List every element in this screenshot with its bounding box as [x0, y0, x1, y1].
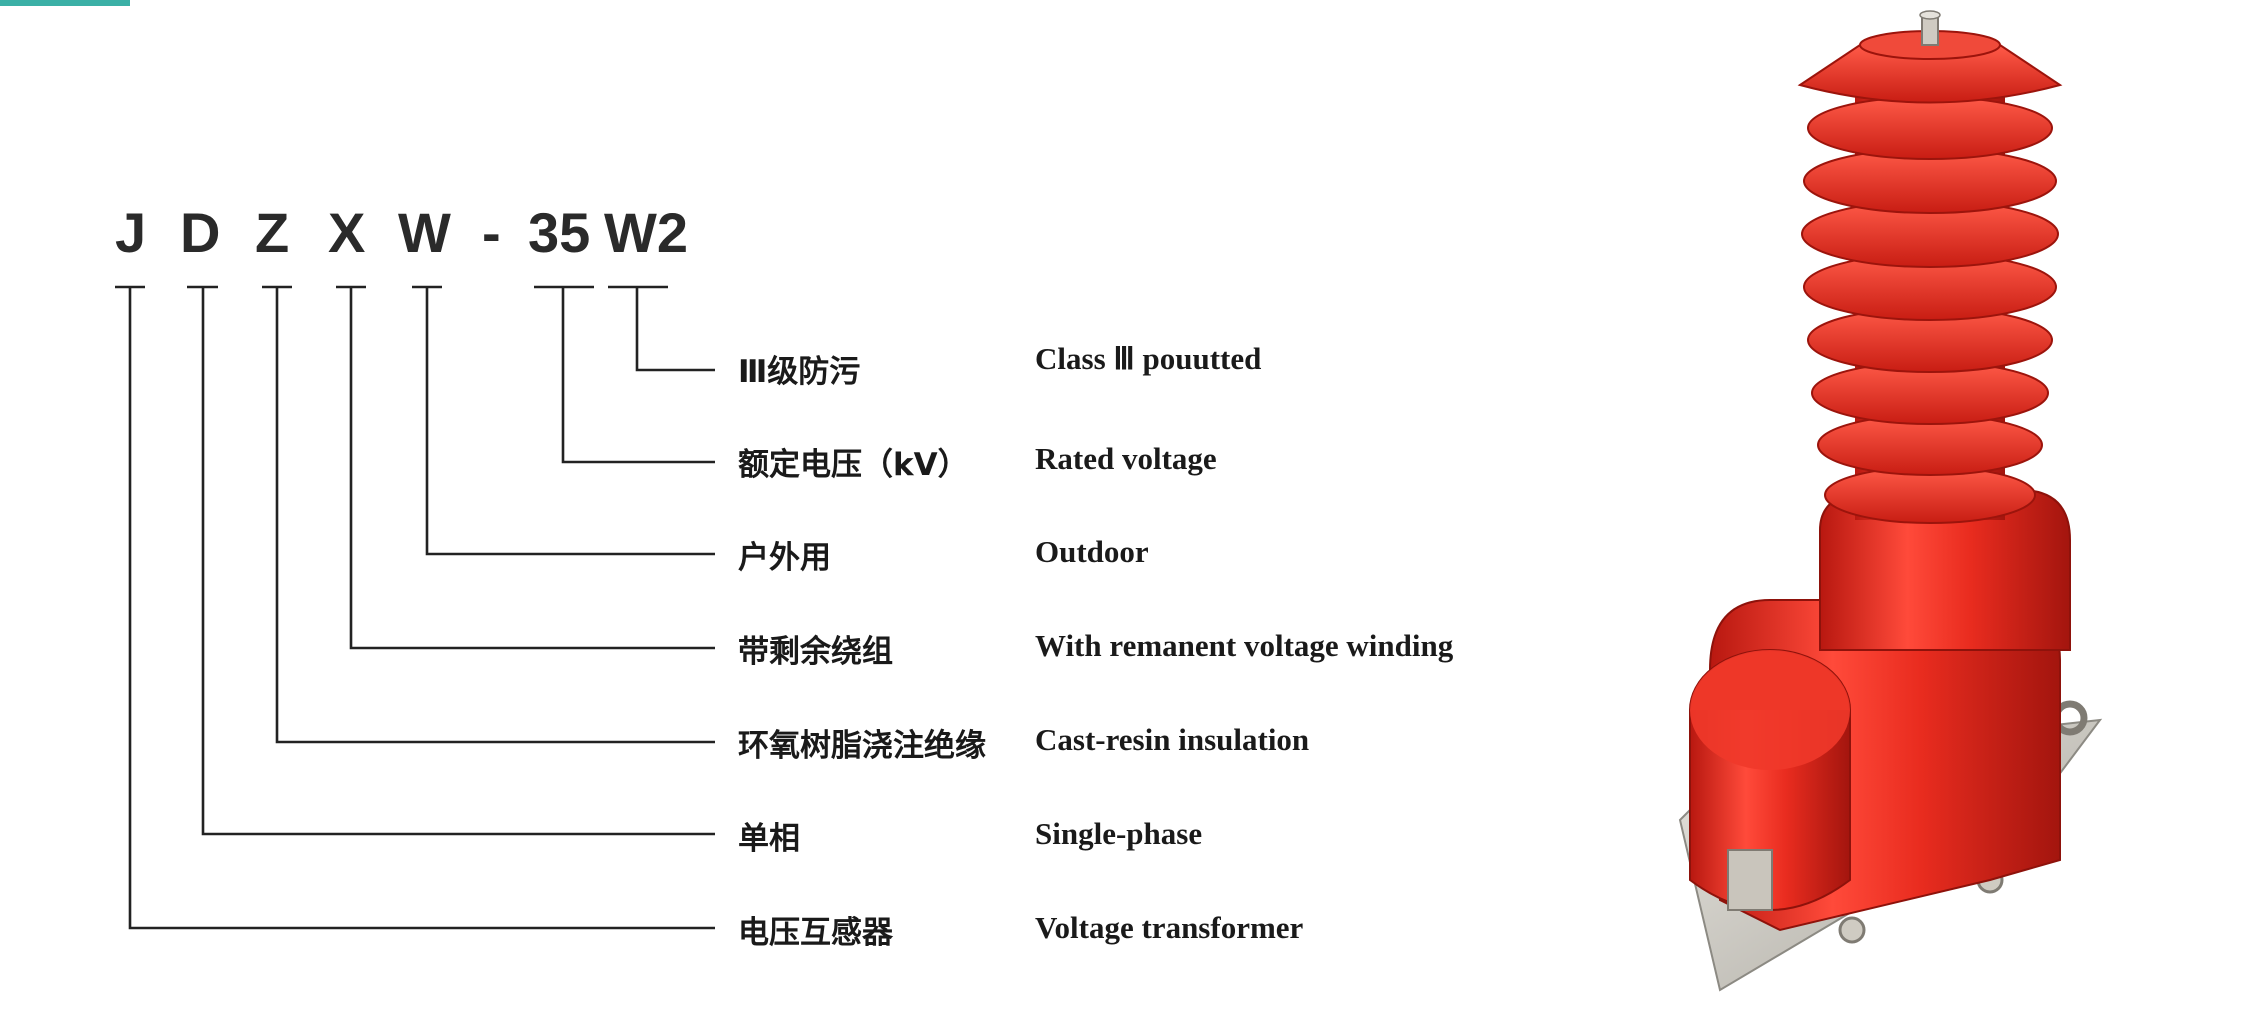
bolt: [1838, 916, 1866, 944]
legend-zh-pollution-class: Ⅲ级防污: [738, 354, 861, 390]
code-letter-w2: W2: [604, 201, 688, 264]
transformer-image: [1678, 10, 2103, 992]
legend-en-rated-voltage: Rated voltage: [1035, 441, 1217, 476]
insulator-sheds: [1801, 96, 2059, 524]
code-letter-dash: -: [482, 201, 501, 264]
code-letter-x: X: [328, 201, 366, 264]
legend-en-outdoor: Outdoor: [1035, 534, 1149, 569]
terminal-box: [1727, 849, 1773, 911]
code-letter-35: 35: [528, 201, 591, 264]
legend-zh-single-phase: 单相: [738, 821, 800, 857]
legend-zh-remanent-winding: 带剩余绕组: [738, 634, 893, 670]
legend-en-pollution-class: Class Ⅲ pouutted: [1035, 341, 1262, 376]
legend-zh-voltage-transformer: 电压互感器: [738, 915, 893, 951]
leader-d: [201, 287, 715, 836]
leader-j: [128, 287, 715, 930]
legend-zh-cast-resin: 环氧树脂浇注绝缘: [738, 728, 986, 764]
leader-z: [275, 287, 715, 744]
legend-en-voltage-transformer: Voltage transformer: [1035, 910, 1304, 945]
accent-mark: [0, 0, 130, 6]
leader-x: [349, 287, 715, 650]
legend-en-single-phase: Single-phase: [1035, 816, 1203, 851]
code-letter-j: J: [115, 201, 147, 264]
code-letter-z: Z: [255, 201, 290, 264]
top-cap: [1797, 44, 2063, 104]
legend-en-remanent-winding: With remanent voltage winding: [1035, 628, 1454, 663]
legend-en-cast-resin: Cast-resin insulation: [1035, 722, 1310, 757]
leader-w: [425, 287, 715, 556]
legend-zh-outdoor: 户外用: [738, 540, 831, 576]
leader-w2: [635, 287, 715, 372]
code-letter-d: D: [180, 201, 221, 264]
legend-zh-rated-voltage: 额定电压（kV）: [738, 447, 969, 483]
leader-35: [561, 287, 715, 464]
code-letter-w: W: [398, 201, 451, 264]
